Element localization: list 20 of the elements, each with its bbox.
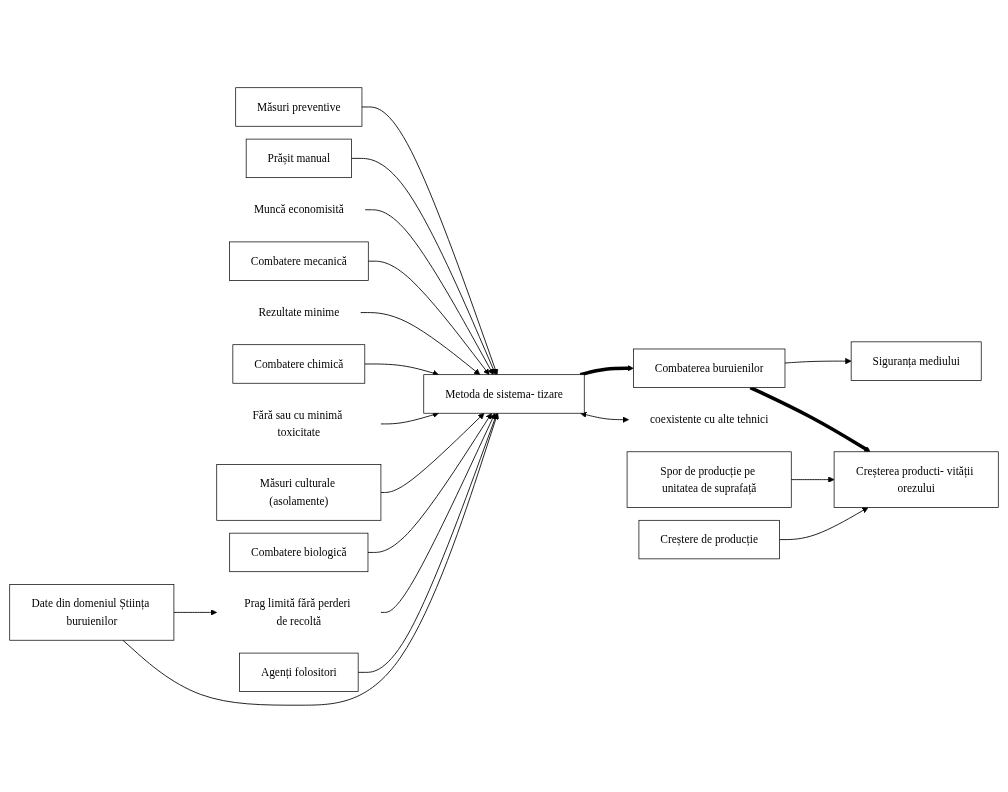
node-box: Combatere biologică — [229, 532, 369, 572]
node-box: Creștere de producție — [638, 519, 780, 559]
node-box: Prășit manual — [245, 138, 352, 178]
node-box: Combaterea buruienilor — [633, 348, 786, 388]
node-box: Agenți folositori — [239, 652, 359, 692]
node-box: Metoda de sistema- tizare — [423, 373, 585, 414]
node-box: Date din domeniul Știința buruienilor — [9, 583, 175, 641]
node-text: Muncă economisită — [253, 202, 344, 216]
node-text: Fără sau cu minimă toxicitate — [252, 408, 343, 438]
node-text: Prag limită fără perderi de recoltă — [244, 596, 351, 627]
node-box: Combatere mecanică — [229, 241, 369, 281]
node-text: Rezultate minime — [258, 305, 340, 318]
node-box: Combatere chimică — [232, 343, 366, 384]
node-text: coexistente cu alte tehnici — [650, 412, 769, 425]
node-box: Măsuri culturale (asolamente) — [216, 463, 382, 521]
node-box: Creșterea producti- vității orezului — [833, 450, 999, 508]
node-box: Spor de producție pe unitatea de suprafață — [626, 450, 792, 508]
node-box: Măsuri preventive — [235, 86, 363, 127]
arrow — [579, 364, 634, 376]
node-box: Siguranța mediului — [850, 341, 982, 381]
